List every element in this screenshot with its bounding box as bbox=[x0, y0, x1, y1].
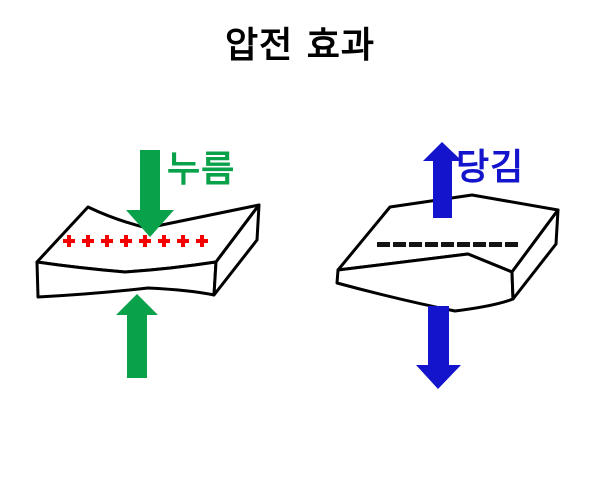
minus-charge-icon bbox=[425, 242, 438, 247]
minus-charge-icon bbox=[505, 242, 518, 247]
minus-charge-icon bbox=[377, 242, 390, 247]
minus-charge-icon bbox=[473, 242, 486, 247]
stretched-slab-side-face bbox=[510, 208, 560, 301]
press-down-arrow-icon bbox=[126, 150, 174, 237]
plus-charge-icon bbox=[82, 235, 94, 247]
compressed-slab bbox=[35, 203, 261, 299]
minus-charge-icon bbox=[489, 242, 502, 247]
minus-charge-icon bbox=[393, 242, 406, 247]
pull-up-arrow-icon bbox=[423, 142, 462, 218]
plus-charge-icon bbox=[120, 235, 132, 247]
press-label: 누름 bbox=[167, 149, 236, 190]
positive-charge-row bbox=[63, 235, 208, 247]
pull-down-arrow-icon bbox=[416, 306, 461, 389]
plus-charge-icon bbox=[177, 235, 189, 247]
minus-charge-icon bbox=[457, 242, 470, 247]
negative-charge-row bbox=[377, 242, 518, 247]
stretched-slab bbox=[335, 193, 560, 313]
diagram-title: 압전 효과 bbox=[224, 25, 375, 66]
plus-charge-icon bbox=[196, 235, 208, 247]
compressed-slab-side-face bbox=[212, 203, 261, 297]
plus-charge-icon bbox=[63, 235, 75, 247]
plus-charge-icon bbox=[158, 235, 170, 247]
press-up-arrow-icon bbox=[116, 294, 158, 378]
stretched-slab-front-face bbox=[335, 252, 515, 313]
plus-charge-icon bbox=[101, 235, 113, 247]
minus-charge-icon bbox=[409, 242, 422, 247]
pull-label: 당김 bbox=[456, 147, 525, 188]
plus-charge-icon bbox=[139, 235, 151, 247]
minus-charge-icon bbox=[441, 242, 454, 247]
